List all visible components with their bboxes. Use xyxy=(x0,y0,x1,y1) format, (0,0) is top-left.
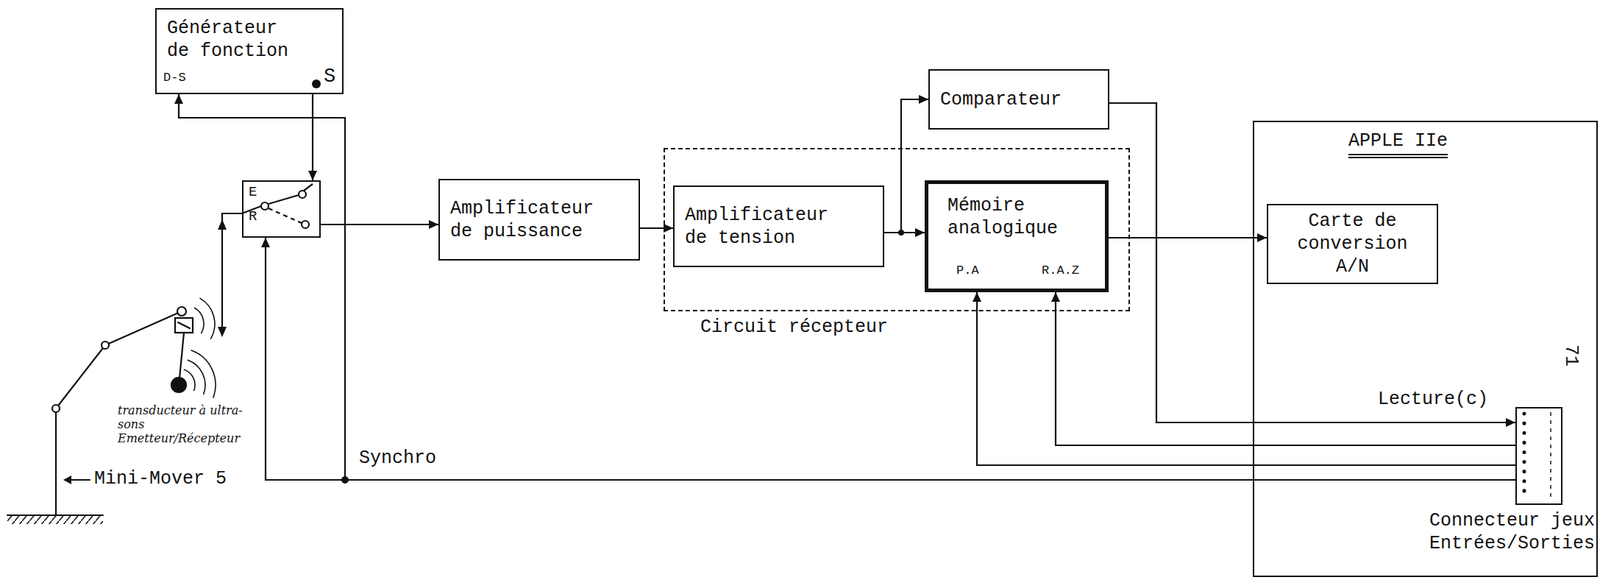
connector xyxy=(320,219,439,229)
arrowhead xyxy=(174,94,184,104)
connector-pins xyxy=(1549,411,1552,499)
arrowhead xyxy=(63,475,72,485)
robot-joint xyxy=(177,306,187,316)
connector-line xyxy=(976,292,1516,465)
node-text: E xyxy=(248,183,257,201)
transducer-stem xyxy=(179,332,184,379)
connector xyxy=(308,94,318,181)
node-text: Comparateur xyxy=(940,88,1062,112)
sound-waves xyxy=(194,297,215,339)
robot-link xyxy=(55,345,106,409)
memory-box: Mémoire analogique xyxy=(924,180,1109,293)
robot-link xyxy=(105,311,182,346)
arrowhead xyxy=(217,219,227,230)
part-label: Mini-Mover 5 xyxy=(94,467,227,490)
connector-line xyxy=(178,94,1516,480)
switch-blade xyxy=(268,194,299,204)
robot-joint xyxy=(101,341,109,349)
node-text: Circuit récepteur xyxy=(700,315,888,339)
robot-base xyxy=(55,408,57,515)
pin-label: P.A xyxy=(956,263,980,279)
arrowhead xyxy=(972,292,982,302)
switch-contact xyxy=(261,202,269,210)
node-text: Amplificateur de puissance xyxy=(450,197,594,243)
connector xyxy=(1109,102,1516,427)
terminal-dot xyxy=(311,79,321,89)
process-box: Amplificateur de puissance xyxy=(438,178,640,261)
switch-wiring xyxy=(217,79,1551,499)
ground-hatch xyxy=(7,514,103,524)
pin-label: R.A.Z xyxy=(1041,263,1080,279)
switch-contact xyxy=(298,190,307,198)
gripper-detail xyxy=(178,322,190,329)
switch-wire xyxy=(303,183,313,191)
connector xyxy=(261,237,1516,480)
arrowhead xyxy=(918,94,929,104)
arrowhead xyxy=(308,170,318,181)
arrowhead xyxy=(915,228,925,237)
process-box: Amplificateur de tension xyxy=(673,185,885,268)
connector-pins xyxy=(1522,413,1527,498)
computer-box: APPLE IIeCarte de conversion A/N Connecte… xyxy=(1252,120,1598,577)
arrowhead xyxy=(1505,417,1516,427)
process-box: Comparateur xyxy=(928,69,1110,130)
signal-label: Synchro xyxy=(358,447,437,470)
connector-block: Connecteur jeux Entrées/Sorties xyxy=(1515,406,1563,505)
process-box: Carte de conversion A/N xyxy=(1266,203,1439,284)
switch-box: ER xyxy=(242,180,321,238)
connector-line xyxy=(1109,102,1516,423)
connector xyxy=(174,94,1516,480)
node-text: Amplificateur de tension xyxy=(684,203,829,250)
arrowhead xyxy=(217,326,227,337)
arrowhead xyxy=(1257,233,1267,243)
connector-line xyxy=(311,94,314,181)
switch-blade-dashed xyxy=(268,208,302,223)
page-number: 71 xyxy=(1559,344,1582,367)
handwritten-note: transducteur à ultra-sons Emetteur/Récep… xyxy=(117,403,258,446)
pin-label: S xyxy=(323,64,336,89)
switch-contact xyxy=(301,220,309,229)
pin-label: D-S xyxy=(163,70,187,86)
connector xyxy=(1051,292,1516,446)
connector xyxy=(884,94,929,233)
connector-line xyxy=(1108,236,1267,239)
arrowhead xyxy=(428,219,439,229)
arrowhead xyxy=(1051,292,1061,302)
ultrasound-transducer xyxy=(171,377,187,393)
node-text: Carte de conversion A/N xyxy=(1296,209,1408,279)
node-text: Mémoire analogique xyxy=(947,194,1058,240)
node-subtext: R xyxy=(248,208,257,225)
node-text: Générateur de fonction xyxy=(166,16,300,63)
group-box: Circuit récepteurAmplificateur de tensio… xyxy=(663,147,1130,312)
connector xyxy=(1108,233,1267,243)
signal-label: Lecture(c) xyxy=(1377,388,1489,411)
connector-line xyxy=(1055,292,1516,446)
gripper xyxy=(175,317,193,333)
connector-line xyxy=(265,237,1516,480)
connector xyxy=(972,292,1516,465)
connector-line xyxy=(320,223,439,226)
node-text: APPLE IIe xyxy=(1348,129,1448,159)
connector xyxy=(640,223,674,233)
sound-waves xyxy=(184,350,217,398)
arrowhead xyxy=(261,237,270,248)
robot-joint xyxy=(52,404,60,412)
transducer-wire xyxy=(222,213,243,333)
node-text: Connecteur jeux Entrées/Sorties xyxy=(1429,509,1595,555)
connector-line xyxy=(884,99,929,233)
